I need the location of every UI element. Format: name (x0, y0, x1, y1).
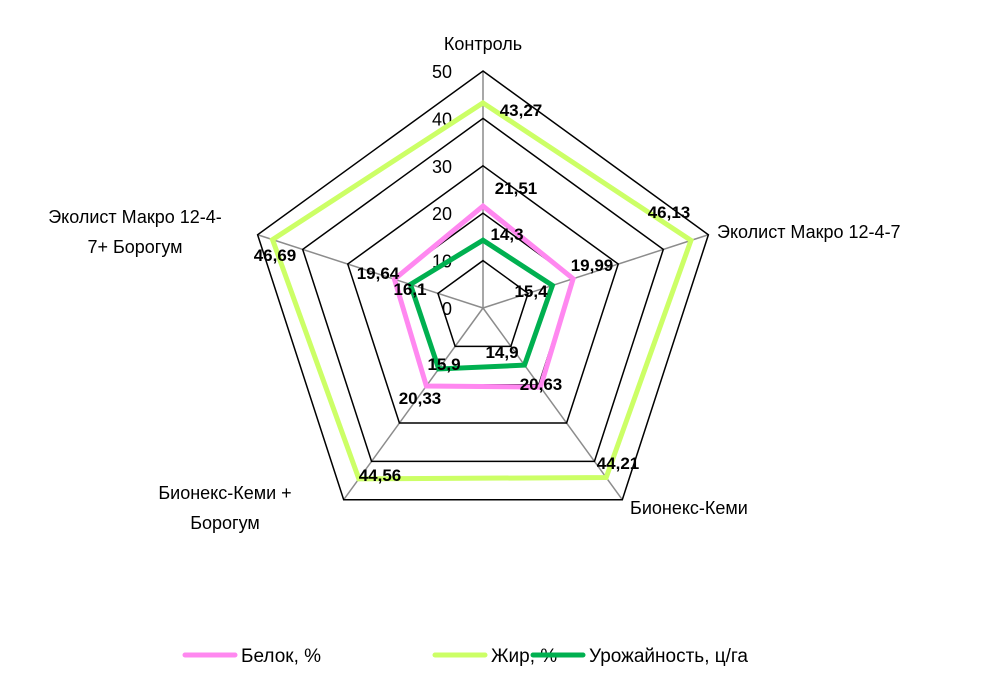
category-label: Бионекс-Кеми + (158, 483, 291, 503)
category-label: Борогум (190, 513, 260, 533)
data-label: 44,21 (597, 454, 640, 473)
grid-ring (256, 70, 710, 501)
data-label: 20,33 (399, 389, 442, 408)
data-label: 44,56 (359, 466, 402, 485)
legend-label: Жир, % (491, 646, 557, 667)
category-label: Контроль (444, 34, 522, 54)
series-line-0 (391, 202, 576, 390)
category-label: Эколист Макро 12-4- (48, 207, 222, 227)
grid-ring (301, 117, 665, 463)
category-label: 7+ Борогум (87, 237, 182, 257)
data-label: 46,69 (254, 246, 297, 265)
tick-label: 30 (432, 157, 452, 177)
tick-label: 50 (432, 62, 452, 82)
legend-label: Белок, % (241, 646, 321, 667)
data-label: 14,9 (485, 343, 518, 362)
series-line-1 (269, 99, 694, 482)
data-label: 43,27 (500, 101, 543, 120)
category-label: Бионекс-Кеми (630, 498, 748, 518)
legend-label: Урожайность, ц/га (589, 646, 748, 667)
grid-ring (346, 164, 620, 424)
axis-spoke (343, 307, 484, 501)
axis-spoke (482, 234, 709, 309)
data-label: 14,3 (490, 225, 523, 244)
data-label: 16,1 (393, 280, 426, 299)
data-label: 15,4 (514, 282, 548, 301)
data-label: 21,51 (495, 179, 538, 198)
data-label: 19,64 (357, 264, 400, 283)
tick-label: 20 (432, 204, 452, 224)
category-label: Эколист Макро 12-4-7 (717, 222, 901, 242)
axis-spoke (482, 307, 623, 501)
series-line-2 (407, 237, 556, 372)
data-label: 20,63 (520, 375, 563, 394)
axis-spoke (257, 234, 484, 309)
tick-label: 0 (442, 299, 452, 319)
data-label: 15,9 (427, 355, 460, 374)
data-label: 46,13 (648, 203, 691, 222)
data-label: 19,99 (571, 256, 614, 275)
grid-ring (437, 259, 529, 348)
